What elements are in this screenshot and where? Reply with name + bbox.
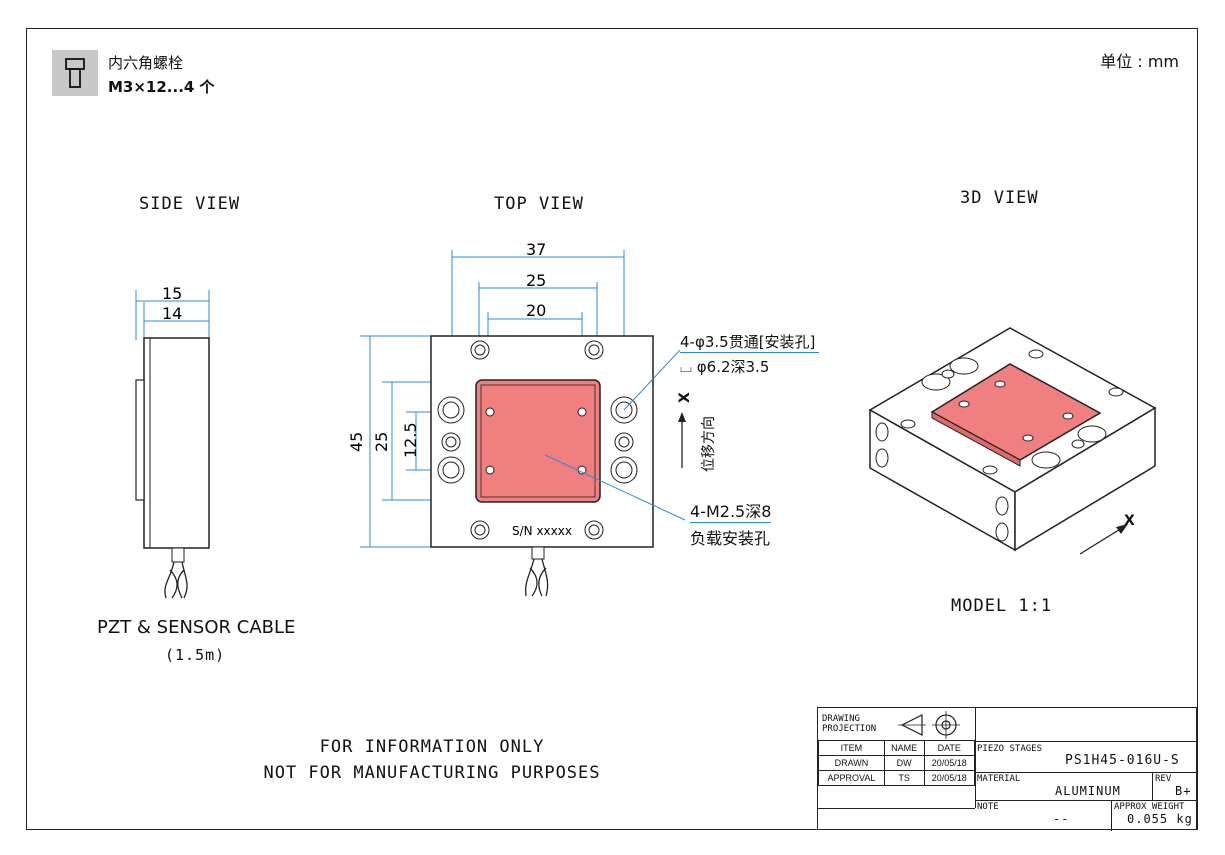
axis-x-label-top: X xyxy=(677,392,693,403)
col-date: DATE xyxy=(923,740,975,756)
col-name: NAME xyxy=(883,740,925,756)
callout-load-holes: 负载安装孔 xyxy=(690,529,771,548)
approval-label: APPROVAL xyxy=(818,770,885,786)
side-view-label: SIDE VIEW xyxy=(139,194,241,214)
drawn-label: DRAWN xyxy=(818,755,885,771)
material-value: ALUMINUM xyxy=(1055,784,1121,798)
divider-2 xyxy=(975,800,1197,801)
drawing-frame xyxy=(26,28,1198,830)
notice-info-only: FOR INFORMATION ONLY xyxy=(319,737,545,757)
notice-not-manufacturing: NOT FOR MANUFACTURING PURPOSES xyxy=(263,763,601,783)
axis-x-label-3d: X xyxy=(1124,513,1135,529)
callout-mount-holes: 4-φ3.5贯通[安装孔] xyxy=(680,331,820,353)
part-number: PS1H45-016U-S xyxy=(1065,753,1180,768)
title-block-right: PIEZO STAGES PS1H45-016U-S MATERIAL ALUM… xyxy=(975,741,1197,831)
dim-12-5: 12.5 xyxy=(401,422,420,458)
x-axis-arrow-icon xyxy=(1079,524,1128,555)
approval-name: TS xyxy=(883,770,925,786)
material-label: MATERIAL xyxy=(977,774,1021,784)
dim-14: 14 xyxy=(162,304,182,323)
unit-label: 单位 : mm xyxy=(1100,52,1179,71)
drawn-name: DW xyxy=(883,755,925,771)
weight-label: APPROX WEIGHT xyxy=(1114,802,1185,812)
projection-symbol-icon xyxy=(898,711,960,739)
rev-label: REV xyxy=(1155,774,1172,784)
rev-value: B+ xyxy=(1175,784,1192,798)
top-view-label: TOP VIEW xyxy=(494,194,584,214)
side-view-drawing: 15 14 xyxy=(135,284,210,599)
note-value: -- xyxy=(1053,812,1070,826)
dim-15: 15 xyxy=(162,284,182,303)
divider-left-bottom xyxy=(818,808,975,809)
dim-20: 20 xyxy=(526,301,546,320)
note-label: NOTE xyxy=(977,802,999,812)
divider-1 xyxy=(975,772,1197,773)
dim-25-width: 25 xyxy=(526,271,546,290)
col-item: ITEM xyxy=(818,740,885,756)
screw-spec: M3×12...4 个 xyxy=(108,78,215,96)
drawing-projection-label: DRAWING PROJECTION xyxy=(822,714,877,734)
dim-45: 45 xyxy=(347,432,366,452)
axis-direction-label: 位移方向 xyxy=(701,416,717,472)
callout-counterbore: ⌴ φ6.2深3.5 xyxy=(680,358,770,376)
weight-value: 0.055 kg xyxy=(1127,812,1193,826)
top-view-drawing: 37 25 20 45 25 12.5 S/N xxxxx xyxy=(347,240,686,597)
callout-load-thread: 4-M2.5深8 xyxy=(690,498,772,523)
serial-number: S/N xxxxx xyxy=(512,524,572,538)
divider-weight xyxy=(1111,800,1112,831)
screw-badge xyxy=(52,50,98,96)
3d-view-label: 3D VIEW xyxy=(960,188,1039,208)
dim-37: 37 xyxy=(526,240,546,259)
dim-25-height: 25 xyxy=(372,432,391,452)
cable-label: PZT & SENSOR CABLE xyxy=(97,617,296,638)
piezo-stages-label: PIEZO STAGES xyxy=(977,744,1043,754)
divider-rev xyxy=(1152,772,1153,800)
approval-date: 20/05/18 xyxy=(923,770,975,786)
3d-view-drawing xyxy=(868,327,1157,552)
bolt-icon xyxy=(65,58,85,88)
model-scale-label: MODEL 1:1 xyxy=(951,596,1053,616)
drawn-date: 20/05/18 xyxy=(923,755,975,771)
cable-length: (1.5m) xyxy=(165,646,226,664)
screw-type: 内六角螺栓 xyxy=(108,54,184,72)
